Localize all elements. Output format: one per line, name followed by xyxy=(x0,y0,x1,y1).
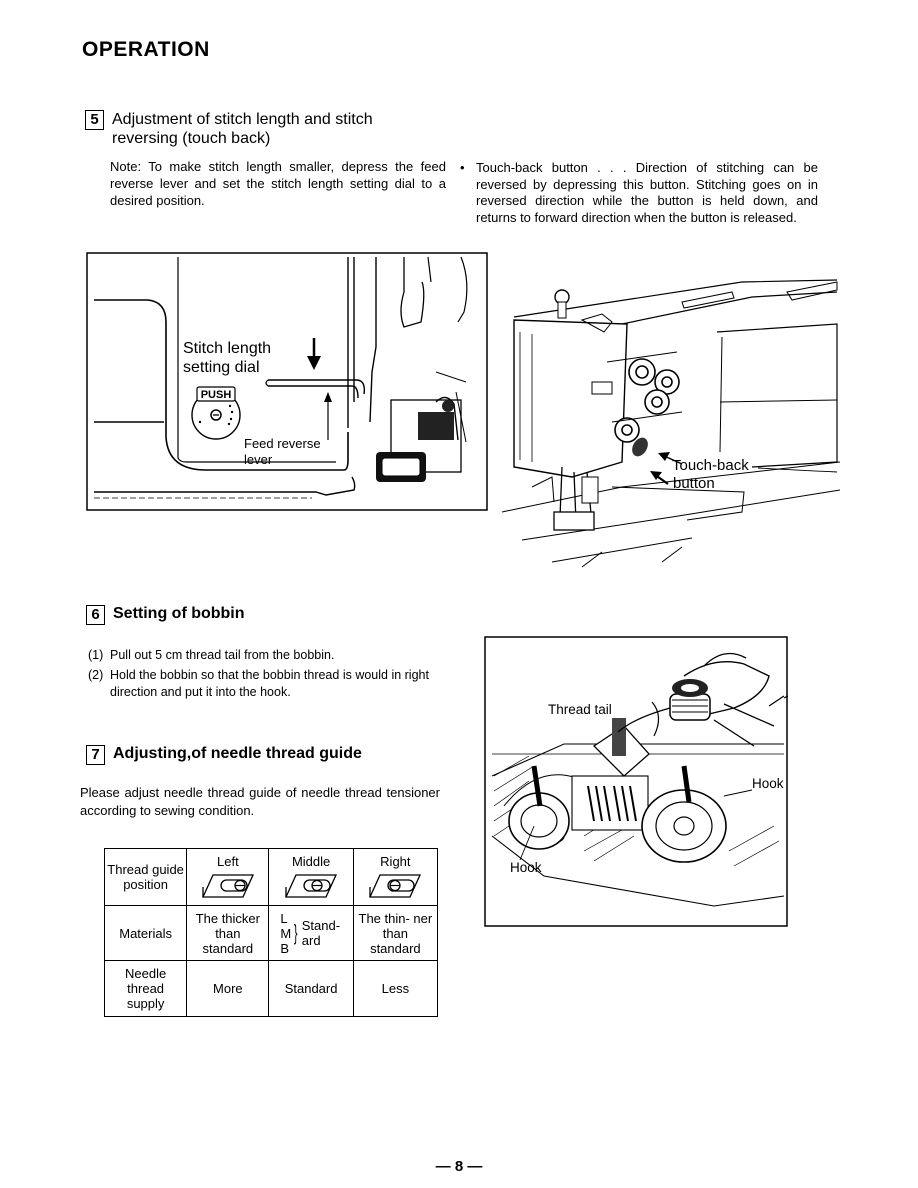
materials-left: The thicker than standard xyxy=(186,905,270,961)
lever-label-line1: Feed reverse xyxy=(244,436,321,451)
table-row: Thread guide position Left Middle Right xyxy=(103,848,439,906)
header-left: Left xyxy=(186,848,270,906)
section-6-heading: 6 Setting of bobbin xyxy=(86,605,245,625)
stitch-dial-figure: PUSH Stitch length setting dial Feed rev… xyxy=(86,252,488,511)
header-middle-label: Middle xyxy=(291,853,331,869)
table-row: Materials The thicker than standard L M … xyxy=(103,905,439,961)
section-5-title-line1: Adjustment of stitch length and stitch xyxy=(112,111,373,128)
section-7-paragraph: Please adjust needle thread guide of nee… xyxy=(80,785,440,818)
section-7-title: Adjusting,of needle thread guide xyxy=(113,745,362,762)
thread-tail-label: Thread tail xyxy=(548,702,612,717)
step-item: (2) Hold the bobbin so that the bobbin t… xyxy=(88,667,453,701)
bullet: • xyxy=(460,160,465,175)
section-5-title-line2: reversing (touch back) xyxy=(112,130,271,147)
section-6-steps: (1) Pull out 5 cm thread tail from the b… xyxy=(88,647,453,704)
header-middle: Middle xyxy=(268,848,354,906)
guide-middle-icon xyxy=(285,873,338,898)
touchback-text: Touch-back button . . . Direction of sti… xyxy=(476,160,818,225)
materials-middle: L M B } Stand- ard xyxy=(268,905,354,961)
step-item: (1) Pull out 5 cm thread tail from the b… xyxy=(88,647,453,664)
touchback-figure: Touch-back button xyxy=(501,279,841,568)
step-number: (1) xyxy=(88,648,104,662)
touchback-description: • Touch-back button . . . Direction of s… xyxy=(460,160,818,226)
section-5-heading: 5 Adjustment of stitch length and stitch r… xyxy=(85,110,472,148)
thread-guide-table: Thread guide position Left Middle Right xyxy=(103,848,439,1017)
supply-right: Less xyxy=(352,960,439,1017)
dial-label-line2: setting dial xyxy=(183,359,260,376)
section-6-number: 6 xyxy=(86,605,105,625)
table-row: Needle thread supply More Standard Less xyxy=(103,960,439,1017)
supply-left: More xyxy=(186,960,270,1017)
hook-right-label: Hook xyxy=(752,776,784,791)
step-text: Hold the bobbin so that the bobbin threa… xyxy=(110,668,429,699)
section-5-note: Note: To make stitch length smaller, dep… xyxy=(110,159,446,208)
supply-label: Needle thread supply xyxy=(103,960,188,1017)
push-label: PUSH xyxy=(201,389,232,401)
step-number: (2) xyxy=(88,668,104,682)
brace-icon: } xyxy=(294,920,298,945)
section-6-title: Setting of bobbin xyxy=(113,605,245,622)
page-title: OPERATION xyxy=(82,38,210,61)
hook-left-label: Hook xyxy=(510,860,542,875)
header-left-label: Left xyxy=(217,853,239,869)
header-right-label: Right xyxy=(380,853,411,869)
step-text: Pull out 5 cm thread tail from the bobbi… xyxy=(110,648,335,662)
section-7-heading: 7 Adjusting,of needle thread guide xyxy=(86,745,362,765)
materials-middle-letters: L M B xyxy=(280,910,292,956)
dial-label-line1: Stitch length xyxy=(183,340,271,357)
header-right: Right xyxy=(352,848,439,906)
bobbin-figure: Thread tail Hook Hook xyxy=(484,636,788,927)
page-number: — 8 — xyxy=(435,1158,483,1175)
lever-label-line2: lever xyxy=(244,452,273,467)
materials-label: Materials xyxy=(103,905,188,961)
section-7-number: 7 xyxy=(86,745,105,765)
materials-right: The thin- ner than standard xyxy=(352,905,439,961)
touchback-label-line2: button xyxy=(673,475,715,492)
guide-left-icon xyxy=(201,873,254,898)
materials-middle-text: Stand- ard xyxy=(301,918,341,948)
header-position: Thread guide position xyxy=(103,848,188,906)
guide-right-icon xyxy=(369,873,422,898)
supply-middle: Standard xyxy=(268,960,354,1017)
section-5-number: 5 xyxy=(85,110,104,130)
touchback-label-line1: Touch-back xyxy=(672,457,749,474)
